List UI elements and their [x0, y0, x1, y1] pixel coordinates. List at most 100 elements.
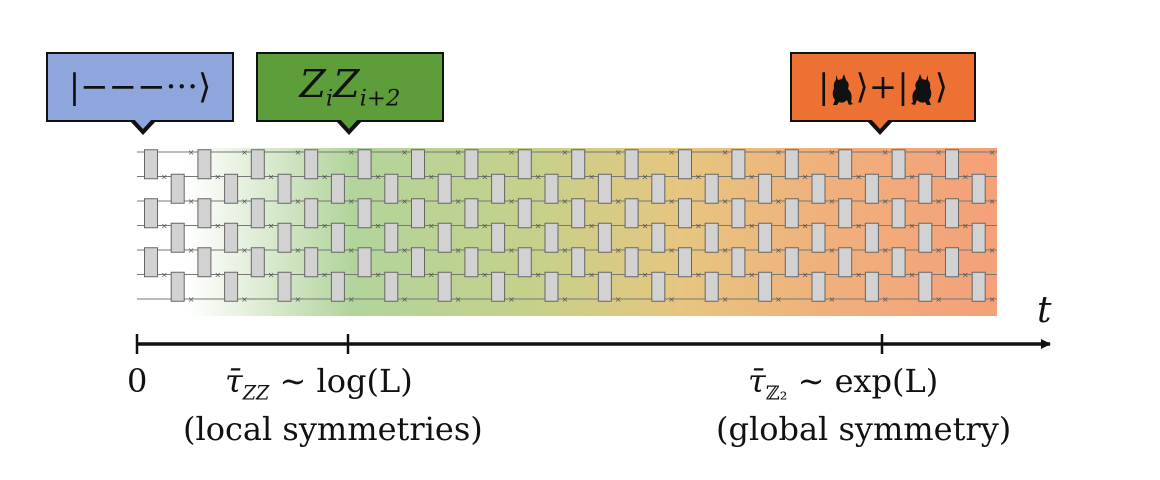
wire-cross-marker: × — [401, 197, 408, 206]
two-qubit-gate — [384, 271, 399, 302]
wire-cross-marker: × — [268, 173, 275, 182]
two-qubit-gate — [864, 173, 879, 204]
wire-cross-marker: × — [748, 173, 755, 182]
wire-cross-marker: × — [268, 271, 275, 280]
wire-cross-marker: × — [321, 271, 328, 280]
two-qubit-gate — [491, 271, 506, 302]
two-qubit-gate — [918, 173, 933, 204]
two-qubit-gate — [784, 198, 799, 229]
wire-cross-marker: × — [722, 148, 729, 157]
wire-cross-marker: × — [588, 271, 595, 280]
two-qubit-gate — [678, 198, 692, 229]
two-qubit-gate — [437, 173, 452, 204]
two-qubit-gate — [170, 271, 185, 302]
wire-cross-marker: × — [481, 271, 488, 280]
two-qubit-gate — [277, 173, 292, 204]
wire-cross-marker: × — [722, 295, 729, 304]
two-qubit-gate — [811, 271, 826, 302]
two-qubit-gate — [971, 271, 986, 302]
wire-cross-marker: × — [241, 295, 248, 304]
two-qubit-gate — [491, 173, 506, 204]
wire-cross-marker: × — [455, 295, 462, 304]
two-qubit-gate — [731, 198, 746, 229]
wire-cross-marker: × — [481, 222, 488, 231]
two-qubit-gate — [971, 173, 986, 204]
two-qubit-gate — [678, 149, 692, 180]
wire-cross-marker: × — [989, 295, 996, 304]
wire-cross-marker: × — [989, 246, 996, 255]
wire-cross-marker: × — [401, 148, 408, 157]
wire-cross-marker: × — [962, 271, 969, 280]
wire-cross-marker: × — [214, 271, 221, 280]
cat-icon — [833, 74, 854, 105]
wire-cross-marker: × — [455, 148, 462, 157]
two-qubit-gate — [517, 149, 532, 180]
wire-cross-marker: × — [588, 222, 595, 231]
two-qubit-gate — [304, 247, 319, 278]
wire-cross-marker: × — [668, 246, 675, 255]
cat-state-label: |⟩+|⟩ — [818, 67, 948, 107]
wire-cross-marker: × — [428, 222, 435, 231]
wire-cross-marker: × — [909, 173, 916, 182]
wire-cross-marker: × — [535, 271, 542, 280]
two-qubit-gate — [544, 222, 559, 253]
two-qubit-gate — [651, 222, 666, 253]
wire-cross-marker: × — [935, 295, 942, 304]
two-qubit-gate — [891, 198, 906, 229]
two-qubit-gate — [357, 247, 372, 278]
wire-cross-marker: × — [802, 173, 809, 182]
wire-cross-marker: × — [375, 222, 382, 231]
wire-cross-marker: × — [294, 197, 301, 206]
wire-cross-marker: × — [241, 197, 248, 206]
two-qubit-gate — [517, 198, 532, 229]
two-qubit-gate — [517, 247, 532, 278]
two-qubit-gate — [704, 271, 719, 302]
two-qubit-gate — [277, 271, 292, 302]
wire-cross-marker: × — [882, 148, 889, 157]
two-qubit-gate — [678, 247, 692, 278]
two-qubit-gate — [651, 173, 666, 204]
time-axis-label: t — [1037, 290, 1052, 331]
wire-cross-marker: × — [188, 246, 195, 255]
wire-cross-marker: × — [588, 173, 595, 182]
two-qubit-gate — [144, 247, 158, 278]
two-qubit-gate — [758, 271, 773, 302]
callout-pointer — [867, 118, 893, 135]
wire-cross-marker: × — [375, 271, 382, 280]
wire-cross-marker: × — [695, 173, 702, 182]
global-symmetry-caption: (global symmetry) — [716, 410, 1012, 448]
wire-cross-marker: × — [161, 222, 168, 231]
wire-cross-marker: × — [802, 271, 809, 280]
two-qubit-gate — [891, 149, 906, 180]
wire-cross-marker: × — [935, 148, 942, 157]
wire-cross-marker: × — [161, 173, 168, 182]
wire-cross-marker: × — [775, 197, 782, 206]
wire-cross-marker: × — [294, 148, 301, 157]
wire-cross-marker: × — [935, 246, 942, 255]
two-qubit-gate — [170, 173, 185, 204]
two-qubit-gate — [945, 149, 959, 180]
wire-cross-marker: × — [401, 295, 408, 304]
two-qubit-gate — [144, 149, 158, 180]
wire-cross-marker: × — [481, 173, 488, 182]
two-qubit-gate — [864, 222, 879, 253]
two-qubit-gate — [491, 222, 506, 253]
wire-cross-marker: × — [882, 295, 889, 304]
two-qubit-gate — [784, 247, 799, 278]
wire-cross-marker: × — [348, 148, 355, 157]
initial-state-label: |−−−···⟩ — [68, 67, 212, 107]
two-qubit-gate — [624, 198, 639, 229]
wire-cross-marker: × — [561, 246, 568, 255]
two-qubit-gate — [544, 271, 559, 302]
two-qubit-gate — [571, 247, 586, 278]
wire-cross-marker: × — [508, 148, 515, 157]
two-qubit-gate — [758, 222, 773, 253]
wire-cross-marker: × — [695, 271, 702, 280]
wire-cross-marker: × — [214, 222, 221, 231]
wire-cross-marker: × — [668, 295, 675, 304]
tick-start-label: 0 — [127, 362, 148, 400]
wire-cross-marker: × — [775, 246, 782, 255]
two-qubit-gate — [571, 198, 586, 229]
two-qubit-gate — [224, 222, 239, 253]
